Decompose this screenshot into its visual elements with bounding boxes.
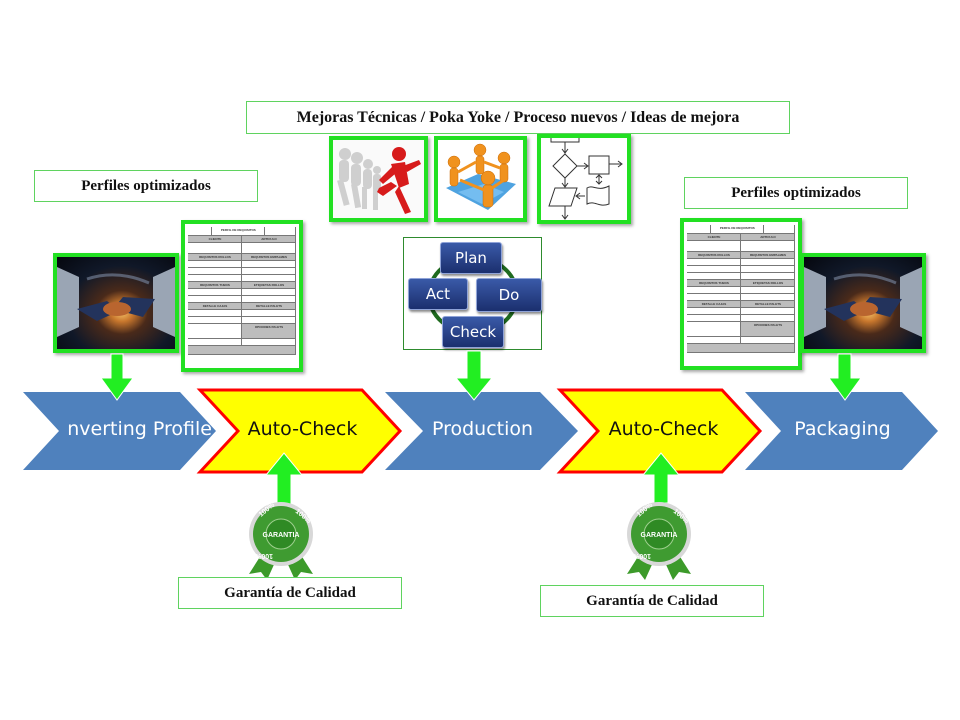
step-label-autocheck-2: Auto-Check	[608, 418, 719, 440]
chevron-production	[385, 392, 578, 470]
chevron-packaging	[745, 392, 938, 470]
chevron-autocheck-1	[196, 388, 403, 474]
doc-title: PERFIL DE REQUISITOS	[211, 227, 265, 235]
seal-percent: 100%	[632, 552, 651, 559]
right-label-perfiles: Perfiles optimizados	[684, 177, 908, 209]
flowchart-image	[537, 134, 631, 224]
doc-col-articulo: ARTICULO	[242, 236, 296, 242]
doc-section: OPCIONES PALETS	[242, 324, 296, 338]
pdca-act: Act	[408, 278, 468, 310]
team-puzzle-image	[434, 136, 527, 222]
quality-seal-icon: GARANTIA 100% 100% 100%	[627, 501, 691, 580]
handshake-image-right	[800, 253, 926, 353]
top-banner: Mejoras Técnicas / Poka Yoke / Proceso n…	[246, 101, 790, 134]
doc-section: REQUISITOS ROLLOS	[687, 252, 741, 258]
quality-label-1: Garantía de Calidad	[178, 577, 402, 609]
step-label-production: Production	[431, 418, 534, 440]
doc-section: OPCIONES PALETS	[741, 322, 795, 336]
handshake-image-left	[53, 253, 179, 353]
pdca-plan: Plan	[440, 242, 502, 274]
step-label-converting: nverting Profile	[67, 418, 212, 440]
doc-section: DETALLE CAJAS	[687, 301, 741, 307]
step-label-autocheck-1: Auto-Check	[247, 418, 358, 440]
seal-text: GARANTIA	[263, 532, 300, 539]
doc-section: DETALLE PALETS	[242, 303, 296, 309]
doc-section: REQUISITOS EMPALMES	[741, 252, 795, 258]
doc-section: REQUISITOS TUBOS	[188, 282, 242, 288]
quality-label-2: Garantía de Calidad	[540, 585, 764, 617]
quality-seal-icon: GARANTIA 100% 100% 100%	[249, 501, 313, 580]
doc-section: DETALLE PALETS	[741, 301, 795, 307]
doc-section: REQUISITOS TUBOS	[687, 280, 741, 286]
doc-col-cliente: CLIENTE	[188, 236, 242, 242]
doc-title: PERFIL DE REQUISITOS	[710, 225, 764, 233]
seal-percent: 100%	[254, 552, 273, 559]
pdca-do: Do	[476, 278, 542, 312]
doc-section: ETIQUETAS ROLLOS	[741, 280, 795, 286]
process-flow	[23, 388, 938, 474]
chevron-autocheck-2	[556, 388, 763, 474]
arrow-down-icon	[454, 350, 494, 401]
seal-text: GARANTIA	[641, 532, 678, 539]
doc-col-articulo: ARTICULO	[741, 234, 795, 240]
doc-section: ETIQUETAS ROLLOS	[242, 282, 296, 288]
arrow-down-icon	[100, 353, 134, 401]
arrow-up-icon	[641, 452, 681, 504]
chevron-converting	[23, 392, 216, 470]
pdca-check: Check	[442, 316, 504, 348]
step-label-packaging: Packaging	[794, 418, 891, 440]
arrow-down-icon	[828, 353, 862, 401]
doc-section: DETALLE CAJAS	[188, 303, 242, 309]
left-label-perfiles: Perfiles optimizados	[34, 170, 258, 202]
doc-section: REQUISITOS ROLLOS	[188, 254, 242, 260]
running-figures-image	[329, 136, 428, 222]
doc-section: REQUISITOS EMPALMES	[242, 254, 296, 260]
arrow-up-icon	[264, 452, 304, 505]
pdca-cycle: Plan Do Act Check	[403, 237, 542, 350]
doc-col-cliente: CLIENTE	[687, 234, 741, 240]
